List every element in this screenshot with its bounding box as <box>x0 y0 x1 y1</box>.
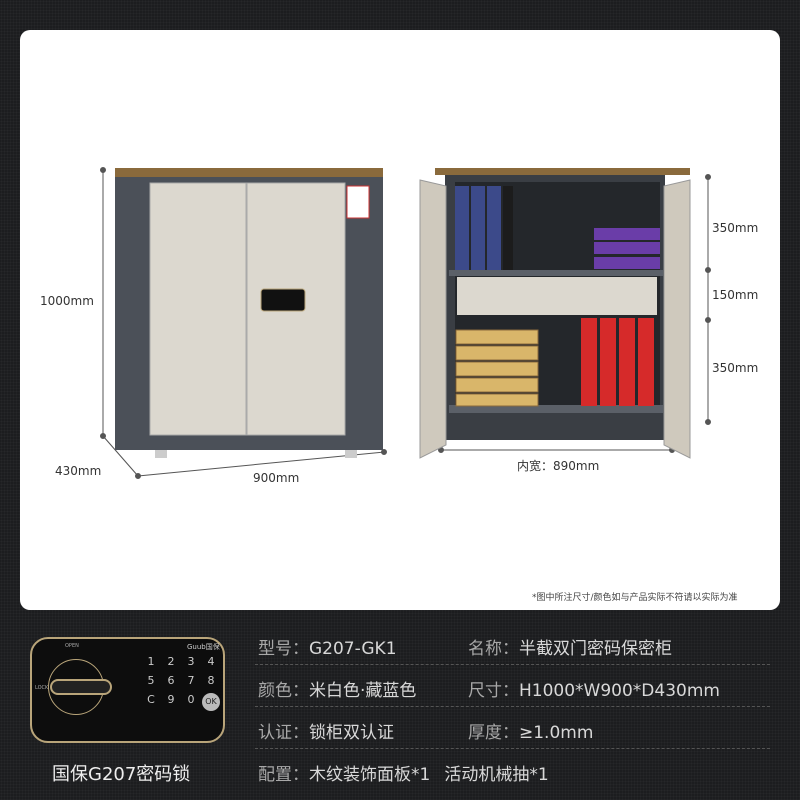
depth-label: 430mm <box>55 464 102 478</box>
closed-cabinet <box>115 168 383 458</box>
upper-height-label: 350mm <box>712 221 759 235</box>
key: 1 <box>147 655 155 668</box>
height-label: 1000mm <box>40 294 94 308</box>
inner-width-label: 内宽：890mm <box>517 459 600 473</box>
key: 6 <box>167 674 175 687</box>
spec-label: 认证： <box>258 723 309 743</box>
open-label: OPEN <box>65 643 79 649</box>
spec-label: 尺寸： <box>468 681 519 701</box>
key: 5 <box>147 674 155 687</box>
spec-value: ≥1.0mm <box>519 723 594 743</box>
lower-height-label: 350mm <box>712 361 759 375</box>
lock-caption: 国保G207密码锁 <box>52 764 191 785</box>
spec-value: 木纹装饰面板*1 <box>309 765 431 785</box>
spec-label: 名称： <box>468 639 519 659</box>
open-cabinet <box>419 168 691 459</box>
key: 8 <box>207 674 215 687</box>
spec-label: 颜色： <box>258 681 309 701</box>
key: 0 <box>187 693 195 706</box>
drawer-height-label: 150mm <box>712 288 759 302</box>
width-label: 900mm <box>253 471 300 485</box>
spec-label: 厚度： <box>468 723 519 743</box>
spec-label: 配置： <box>258 765 309 785</box>
key: 3 <box>187 655 195 668</box>
spec-value: 半截双门密码保密柜 <box>519 639 672 659</box>
divider <box>255 748 770 749</box>
brand-logo: Guub国保 <box>187 643 220 651</box>
spec-value: 活动机械抽*1 <box>444 765 549 785</box>
key: 4 <box>207 655 215 668</box>
spec-label: 型号： <box>258 639 309 659</box>
key: C <box>147 693 155 706</box>
key: 9 <box>167 693 175 706</box>
key: 7 <box>187 674 195 687</box>
key-ok: OK <box>202 693 220 711</box>
divider <box>255 664 770 665</box>
spec-value: 米白色·藏蓝色 <box>309 681 417 701</box>
lock-label: LOCK <box>35 685 49 691</box>
disclaimer-note: *图中所注尺寸/颜色如与产品实际不符请以实际为准 <box>532 593 738 603</box>
spec-value: H1000*W900*D430mm <box>519 681 720 701</box>
divider <box>255 706 770 707</box>
dimension-lines <box>100 167 711 479</box>
spec-value: G207-GK1 <box>309 639 397 659</box>
spec-value: 锁柜双认证 <box>309 723 394 743</box>
key: 2 <box>167 655 175 668</box>
knob-handle <box>50 679 112 695</box>
